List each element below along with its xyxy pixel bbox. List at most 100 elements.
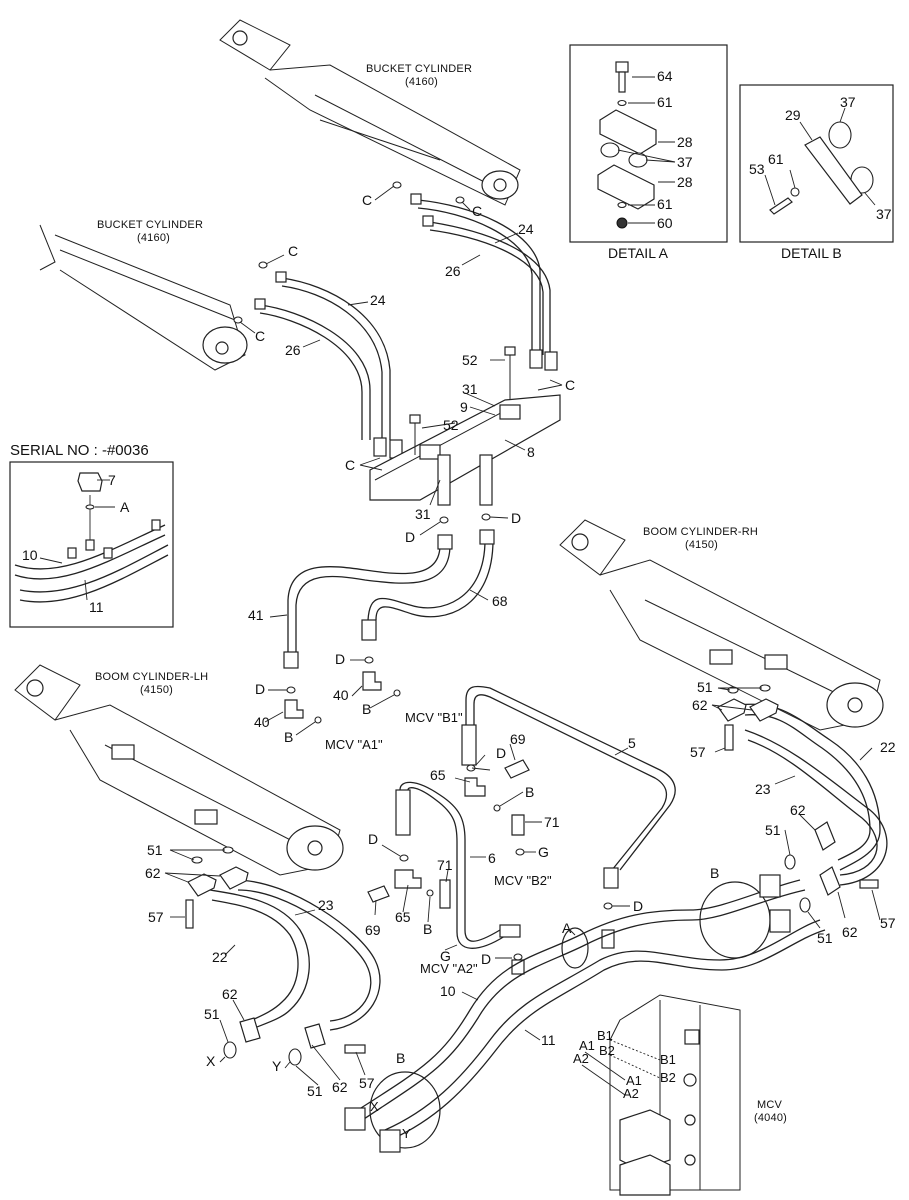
part-65-label: 65 [395, 909, 411, 925]
part-61-label: 61 [657, 94, 673, 110]
part-37-label: 37 [677, 154, 693, 170]
letter-d-label: D [481, 951, 491, 967]
letter-b-label: B [525, 784, 534, 800]
part-62-label: 62 [692, 697, 708, 713]
pipes-10-11: 10 11 A B B X Y [344, 865, 826, 1153]
letter-c-label: C [362, 192, 372, 208]
letter-g-label: G [440, 948, 451, 964]
boom-cylinder-lh-title: BOOM CYLINDER-LH [95, 671, 208, 683]
mcv-b1-label: MCV "B1" [405, 710, 463, 725]
mcv-code: (4040) [754, 1112, 787, 1124]
part-62-label: 62 [332, 1079, 348, 1095]
part-22-label: 22 [212, 949, 228, 965]
boom-cylinder-rh: BOOM CYLINDER-RH (4150) [559, 519, 884, 731]
part-31-label: 31 [415, 506, 431, 522]
hoses-41-68: 41 68 D D 40 40 B B MCV "A1" MCV "B1" [248, 529, 508, 752]
bucket-cylinder-left-code: (4160) [137, 232, 170, 244]
detail-a-title: DETAIL A [608, 245, 669, 261]
part-68-label: 68 [492, 593, 508, 609]
part-69-label: 69 [510, 731, 526, 747]
part-9-label: 9 [460, 399, 468, 415]
part-28-label: 28 [677, 134, 693, 150]
hoses-5-6: 5 6 D 69 65 B 71 G MCV "B2" D 71 65 69 B… [365, 685, 676, 976]
letter-c-label: C [565, 377, 575, 393]
part-61-label: 61 [768, 151, 784, 167]
part-60-label: 60 [657, 215, 673, 231]
letter-d-label: D [405, 529, 415, 545]
part-40-label: 40 [254, 714, 270, 730]
port-b2-label: B2 [599, 1043, 615, 1058]
letter-d-label: D [368, 831, 378, 847]
part-8-label: 8 [527, 444, 535, 460]
letter-c-label: C [255, 328, 265, 344]
part-6-label: 6 [488, 850, 496, 866]
part-62-label: 62 [145, 865, 161, 881]
boom-lh-pipes: 51 62 57 23 22 62 51 X Y 51 62 57 [145, 842, 381, 1099]
part-62-label: 62 [842, 924, 858, 940]
port-b1-label: B1 [597, 1028, 613, 1043]
part-57-label: 57 [690, 744, 706, 760]
detail-a: 64 61 28 37 28 61 60 DETAIL A [569, 44, 728, 261]
letter-c-label: C [288, 243, 298, 259]
part-24-label: 24 [370, 292, 386, 308]
part-28-label: 28 [677, 174, 693, 190]
letter-b-label: B [362, 701, 371, 717]
part-40-label: 40 [333, 687, 349, 703]
letter-d-label: D [633, 898, 643, 914]
port-a1-label: A1 [579, 1038, 595, 1053]
letter-d-label: D [511, 510, 521, 526]
detail-b: 37 29 61 53 37 DETAIL B [739, 84, 894, 261]
mcv-a1-label: MCV "A1" [325, 737, 383, 752]
letter-y-label: Y [272, 1058, 282, 1074]
part-51-label: 51 [817, 930, 833, 946]
part-24-label: 24 [518, 221, 534, 237]
part-64-label: 64 [657, 68, 673, 84]
port-a2-label: A2 [573, 1051, 589, 1066]
part-57-label: 57 [148, 909, 164, 925]
part-62-label: 62 [222, 986, 238, 1002]
mcv-valve: B1 B2 A1 A2 B1 B2 A1 A2 MCV (4040) [573, 994, 787, 1196]
bucket-cylinder-top: BUCKET CYLINDER (4160) [219, 19, 521, 206]
part-51-label: 51 [307, 1083, 323, 1099]
letter-c-label: C [472, 203, 482, 219]
boom-cylinder-rh-title: BOOM CYLINDER-RH [643, 526, 758, 538]
part-7-label: 7 [108, 472, 116, 488]
port-a2-label: A2 [623, 1086, 639, 1101]
letter-b-label: B [710, 865, 719, 881]
letter-d-label: D [335, 651, 345, 667]
letter-x-label: X [370, 1099, 379, 1114]
mcv-b2-label: MCV "B2" [494, 873, 552, 888]
part-31-label: 31 [462, 381, 478, 397]
part-29-label: 29 [785, 107, 801, 123]
part-65-label: 65 [430, 767, 446, 783]
bucket-cylinder-left-title: BUCKET CYLINDER [97, 219, 203, 231]
letter-b-label: B [423, 921, 432, 937]
part-5-label: 5 [628, 735, 636, 751]
bucket-cylinder-top-title: BUCKET CYLINDER [366, 63, 472, 75]
detail-b-title: DETAIL B [781, 245, 842, 261]
part-51-label: 51 [204, 1006, 220, 1022]
letter-a-label: A [562, 920, 572, 936]
part-26-label: 26 [445, 263, 461, 279]
part-61-label: 61 [657, 196, 673, 212]
part-10-label: 10 [22, 547, 38, 563]
part-11-label: 11 [89, 599, 104, 615]
part-57-label: 57 [880, 915, 896, 931]
part-57-label: 57 [359, 1075, 375, 1091]
bucket-cylinder-top-code: (4160) [405, 76, 438, 88]
port-a1-label: A1 [626, 1073, 642, 1088]
part-51-label: 51 [697, 679, 713, 695]
part-71-label: 71 [544, 814, 560, 830]
mcv-title: MCV [757, 1099, 783, 1111]
part-22-label: 22 [880, 739, 896, 755]
part-37-label: 37 [876, 206, 892, 222]
letter-d-label: D [255, 681, 265, 697]
part-51-label: 51 [765, 822, 781, 838]
serial-number-label: SERIAL NO : -#0036 [10, 442, 149, 459]
part-52-label: 52 [462, 352, 478, 368]
serial-detail: SERIAL NO : -#0036 7 A 10 11 [9, 442, 174, 628]
part-23-label: 23 [755, 781, 771, 797]
part-52-label: 52 [443, 417, 459, 433]
part-23-label: 23 [318, 897, 334, 913]
